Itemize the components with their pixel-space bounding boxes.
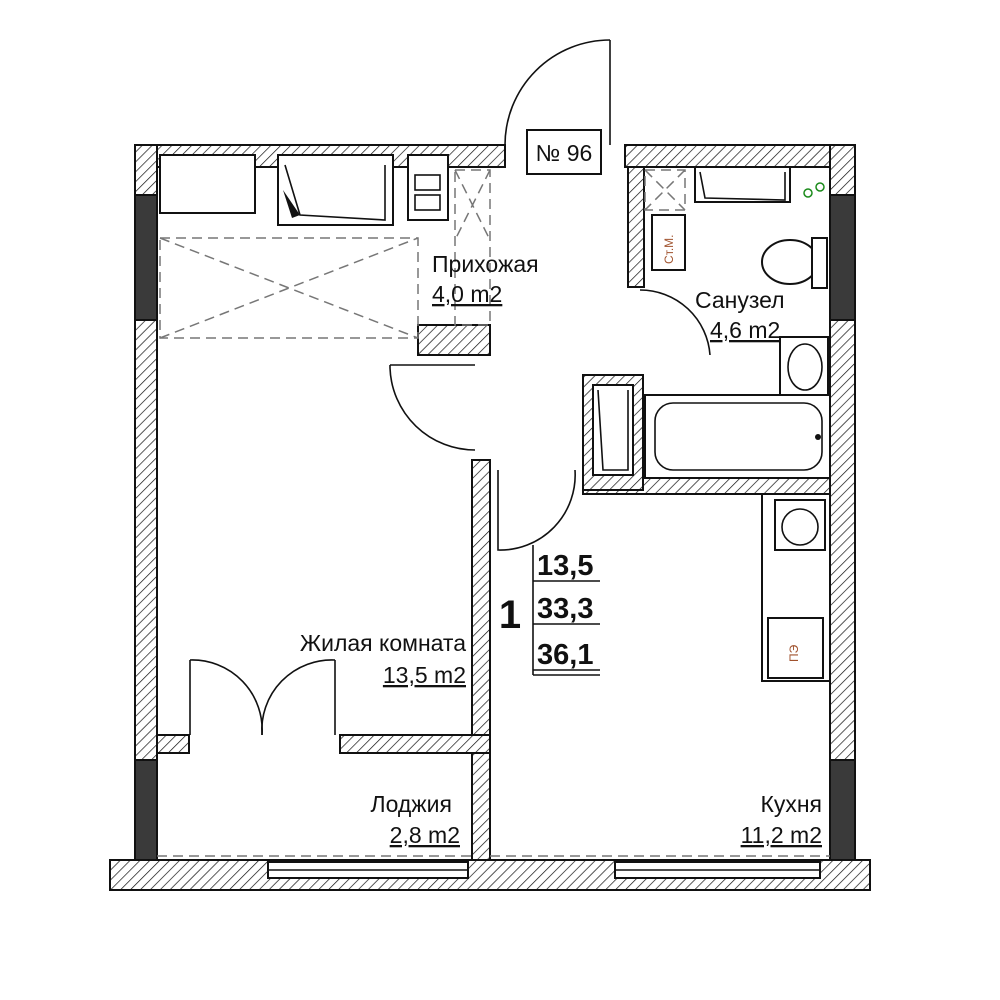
sink-box xyxy=(774,499,826,551)
hallway-name: Прихожая xyxy=(432,251,539,277)
bathroom-name: Санузел xyxy=(695,287,785,313)
wall-loggia-left-stub xyxy=(156,734,190,754)
shaft-zone xyxy=(454,169,491,326)
bathroom-door xyxy=(639,289,711,356)
wall-left-middle xyxy=(134,319,158,761)
room-labels: Прихожая 4,0 m2 Санузел 4,6 m2 Жилая ком… xyxy=(300,251,822,848)
storage-zone xyxy=(159,237,419,339)
rooms-count: 1 xyxy=(499,593,521,637)
interior-doors xyxy=(189,289,711,736)
loggia-door-right xyxy=(261,659,336,736)
riser-tag: Ст.М. xyxy=(662,235,676,265)
living-room-area: 13,5 m2 xyxy=(383,662,466,688)
bathroom-area: 4,6 m2 xyxy=(710,317,780,343)
apartment-number-box xyxy=(526,129,602,175)
wall-left-upper xyxy=(134,144,158,201)
stove xyxy=(767,617,824,679)
bathroom-fixtures: Ст.М. xyxy=(592,166,831,479)
kitchen-door xyxy=(497,469,576,551)
hallway-area: 4,0 m2 xyxy=(432,281,502,307)
hallway-storage xyxy=(159,154,491,339)
apartment-summary: 1 13,5 33,3 36,1 xyxy=(499,545,600,676)
living-room-door xyxy=(389,365,476,451)
washer xyxy=(694,166,791,203)
wall-right-dark-upper xyxy=(829,194,856,321)
wall-living-kitchen xyxy=(471,459,491,861)
living-area-total: 13,5 xyxy=(537,550,593,582)
stove-tag: ПЭ xyxy=(787,644,801,662)
toilet xyxy=(761,239,819,285)
wall-loggia-top xyxy=(339,734,491,754)
wall-left-dark-lower xyxy=(134,759,158,866)
total-area: 36,1 xyxy=(537,639,593,671)
wall-right-middle xyxy=(829,319,856,761)
entrance-door: № 96 xyxy=(504,39,611,175)
wall-right-upper xyxy=(829,144,856,196)
riser-zone xyxy=(644,169,686,211)
loggia-name: Лоджия xyxy=(371,791,453,817)
loggia-door-left xyxy=(189,659,263,736)
wall-left-dark-upper xyxy=(134,194,158,321)
apartment-number: № 96 xyxy=(536,140,593,166)
useful-area-total: 33,3 xyxy=(537,593,593,625)
kitchen-area: 11,2 m2 xyxy=(741,822,822,848)
wall-hall-stub xyxy=(417,324,491,356)
wall-top-right xyxy=(624,144,856,168)
riser-box xyxy=(651,214,686,271)
loggia-area: 2,8 m2 xyxy=(390,822,460,848)
windows xyxy=(157,855,830,879)
living-room-name: Жилая комната xyxy=(300,630,466,656)
bathtub xyxy=(644,394,831,479)
kitchen-name: Кухня xyxy=(760,791,822,817)
kitchen-fixtures: ПЭ xyxy=(761,493,831,682)
wardrobe-1 xyxy=(159,154,256,214)
wall-bath-left xyxy=(627,166,645,288)
